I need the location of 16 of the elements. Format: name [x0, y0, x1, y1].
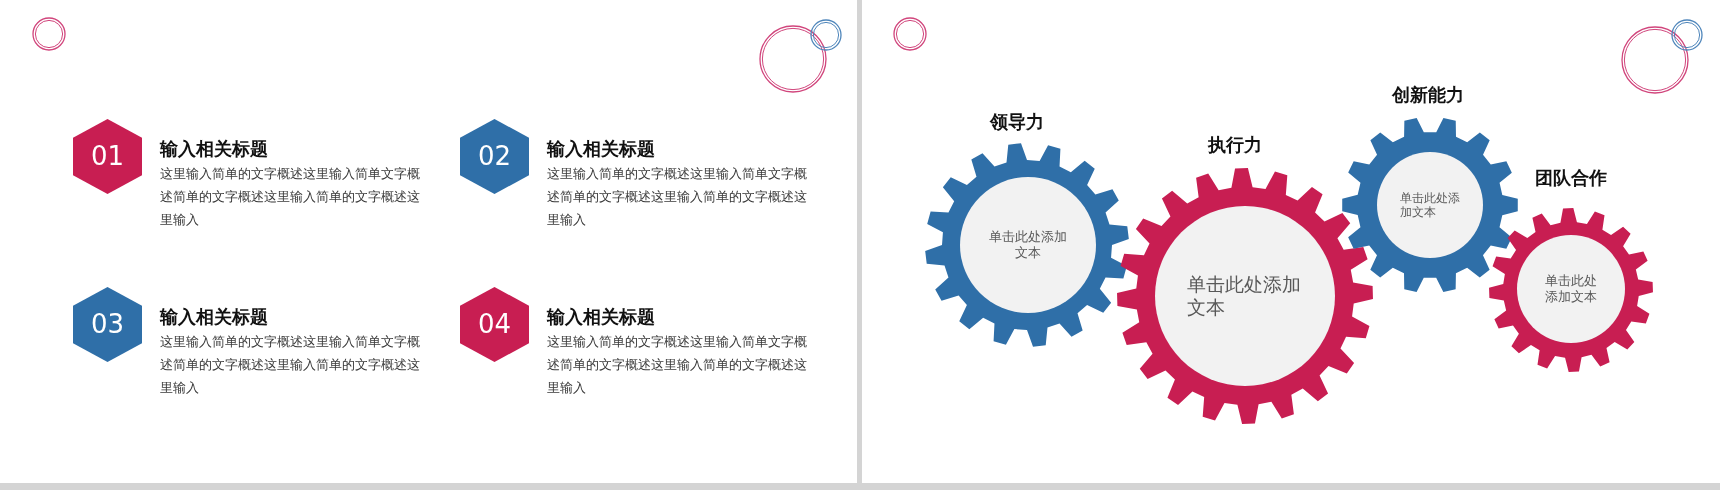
item-title: 输入相关标题	[547, 138, 655, 160]
item-description: 这里输入简单的文字概述这里输入简单文字概述简单的文字概述这里输入简单的文字概述这里输入	[160, 165, 421, 229]
item-description: 这里输入简单的文字概述这里输入简单文字概述简单的文字概述这里输入简单的文字概述这里输入	[547, 165, 808, 229]
gear-title: 团队合作	[1535, 167, 1607, 189]
gear-title: 领导力	[990, 111, 1044, 133]
item-title: 输入相关标题	[160, 306, 268, 328]
placeholder-text: 单击此处添加文本	[1400, 190, 1460, 220]
placeholder-text: 单击此处添加文本	[1544, 272, 1598, 306]
gear-title: 创新能力	[1392, 84, 1464, 106]
placeholder-text: 单击此处添加文本	[988, 228, 1068, 262]
placeholder-text: 单击此处添加文本	[1187, 272, 1302, 320]
item-title: 输入相关标题	[547, 306, 655, 328]
item-title: 输入相关标题	[160, 138, 268, 160]
gear-title: 执行力	[1208, 134, 1262, 156]
item-description: 这里输入简单的文字概述这里输入简单文字概述简单的文字概述这里输入简单的文字概述这里输入	[547, 333, 808, 397]
item-description: 这里输入简单的文字概述这里输入简单文字概述简单的文字概述这里输入简单的文字概述这里输入	[160, 333, 421, 397]
